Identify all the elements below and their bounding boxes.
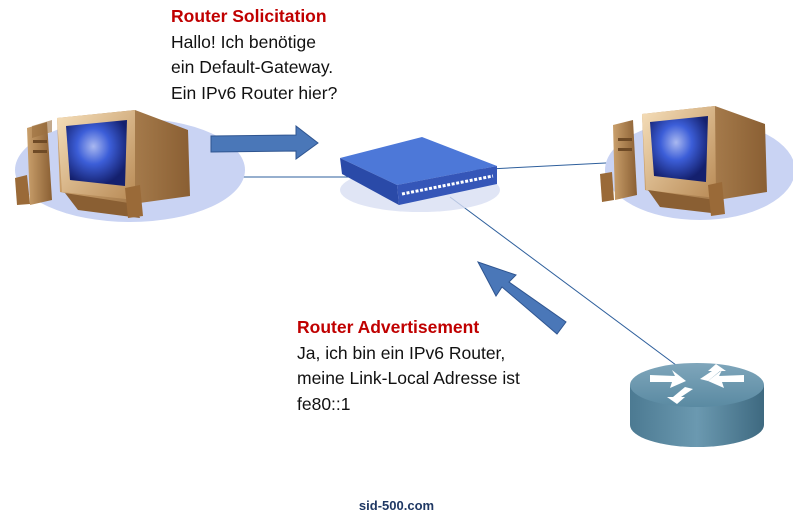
- solicitation-line-1: Hallo! Ich benötige: [171, 30, 359, 56]
- advertisement-line-3: fe80::1: [297, 393, 351, 414]
- word: meine: [297, 368, 345, 388]
- solicitation-line-3: Ein IPv6 Router hier?: [171, 82, 338, 103]
- word: Ja,: [297, 342, 321, 363]
- word: ein: [171, 57, 195, 77]
- word: benötige: [248, 31, 317, 52]
- footer-credit: sid-500.com: [358, 498, 435, 513]
- advertisement-title: Router Advertisement: [297, 317, 480, 337]
- word: ist: [502, 368, 520, 388]
- word: Hallo!: [171, 31, 216, 52]
- word: ein: [380, 342, 405, 363]
- link-switch-router: [449, 196, 681, 369]
- arrow-right-icon: [210, 124, 319, 160]
- switch-icon: [340, 137, 500, 212]
- word: IPv6: [408, 342, 444, 363]
- solicitation-title: Router Solicitation: [171, 6, 327, 26]
- solicitation-line-2: ein Default-Gateway.: [171, 55, 359, 81]
- router-icon: [630, 363, 764, 447]
- word: Router,: [448, 342, 506, 363]
- router-solicitation-text: Router Solicitation Hallo! Ich benötige …: [171, 4, 359, 106]
- advertisement-line-1: Ja, ich bin ein IPv6 Router,: [297, 341, 537, 367]
- computer-left-icon: [15, 110, 245, 222]
- word: ich: [325, 342, 348, 363]
- advertisement-line-2: meine Link-Local Adresse ist: [297, 366, 537, 392]
- word: Link-Local: [349, 368, 430, 388]
- word: Adresse: [433, 368, 498, 388]
- word: bin: [352, 342, 376, 363]
- arrow-up-left-icon: [476, 261, 567, 335]
- router-advertisement-text: Router Advertisement Ja, ich bin ein IPv…: [297, 315, 537, 417]
- word: Default-Gateway.: [199, 57, 334, 77]
- computer-right-icon: [600, 106, 793, 220]
- word: Ich: [220, 31, 244, 52]
